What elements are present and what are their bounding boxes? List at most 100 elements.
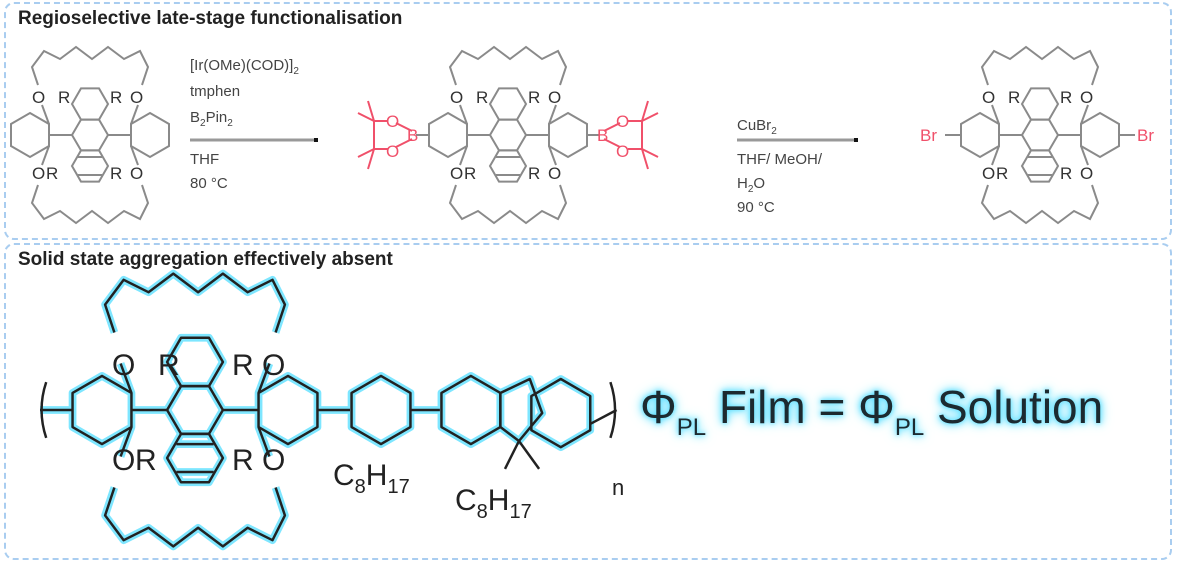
- atom-label: B: [407, 126, 418, 145]
- atom-label: R: [232, 444, 254, 477]
- atom-label: Br: [1137, 126, 1154, 145]
- atom-label: O: [1080, 164, 1093, 183]
- atom-label: 17: [387, 476, 409, 498]
- bond-line: [641, 112, 659, 122]
- atom-label: CuBr2: [737, 117, 777, 137]
- atom-label: C8H17: [455, 484, 532, 523]
- atom-label: THF: [190, 151, 219, 168]
- atom-label: O: [753, 175, 765, 192]
- atom-label: O: [262, 349, 285, 382]
- atom-label: 8: [355, 476, 366, 498]
- atom-label: O: [32, 88, 45, 107]
- bond-line: [40, 381, 48, 439]
- atom-label: O: [386, 112, 399, 131]
- atom-label: O: [130, 88, 143, 107]
- atom-label: O: [386, 142, 399, 161]
- atom-label: H2O: [737, 175, 765, 195]
- bond-line: [530, 377, 592, 449]
- atom-label: O: [112, 444, 135, 477]
- bond-line: [367, 100, 375, 122]
- bond-line: [503, 440, 521, 470]
- atom-label: O: [982, 164, 995, 183]
- atom-label: R: [158, 349, 180, 382]
- atom-label: O: [548, 88, 561, 107]
- atom-label: 2: [748, 184, 754, 195]
- atom-label: H: [737, 175, 748, 192]
- atom-label: 90 °C: [737, 199, 775, 216]
- atom-label: O: [262, 444, 285, 477]
- bond-line: [960, 46, 1120, 224]
- atom-label: C: [333, 459, 355, 492]
- atom-label: B: [597, 126, 608, 145]
- bond-line: [357, 100, 659, 170]
- atom-label: R: [58, 88, 70, 107]
- polymer-labels: O R R O O R R O C8H17 C8H17 n: [112, 349, 624, 523]
- atom-label: 2: [293, 66, 299, 77]
- macrocycle-bis-bpin: B O O B O O O R R O O R R O: [357, 46, 659, 224]
- atom-label: R: [110, 164, 122, 183]
- bond-line: [40, 272, 618, 548]
- atom-label: 2: [200, 118, 206, 129]
- atom-label: O: [1080, 88, 1093, 107]
- bond-line: [437, 372, 505, 448]
- atom-label: 8: [477, 501, 488, 523]
- macrocycle-dibromo: Br Br O R R O O R R O: [920, 46, 1154, 224]
- bond-line: [609, 381, 617, 439]
- atom-label: C8H17: [333, 459, 410, 498]
- bond-line: [314, 138, 318, 142]
- bond-line: Br Br O R R O O R R O: [920, 88, 1154, 183]
- bond-line: [603, 138, 621, 148]
- atom-label: R: [110, 88, 122, 107]
- panel-regioselective-functionalisation: Regioselective late-stage functionalisat…: [4, 2, 1172, 240]
- atom-label: H: [488, 484, 510, 517]
- macrocycle-start: O R R O O R R O: [10, 46, 170, 224]
- atom-label: O: [616, 112, 629, 131]
- bond-line: [395, 122, 413, 132]
- atom-label: B2Pin2: [190, 109, 233, 129]
- atom-label: CuBr: [737, 117, 771, 134]
- atom-label: R: [1008, 88, 1020, 107]
- atom-label: R: [46, 164, 58, 183]
- atom-label: 2: [771, 126, 777, 137]
- atom-label: C: [455, 484, 477, 517]
- atom-label: R: [135, 444, 157, 477]
- bond-line: [350, 374, 412, 446]
- polymer-structure: O R R O O R R O C8H17 C8H17 n: [40, 274, 624, 547]
- bond-line: [40, 272, 618, 548]
- reaction-arrow-bromination: CuBr2 THF/ MeOH/ H2O 90 °C: [737, 117, 858, 216]
- bond-line: [517, 440, 541, 470]
- bond-line: [357, 148, 375, 158]
- atom-label: R: [464, 164, 476, 183]
- atom-label: tmphen: [190, 83, 240, 100]
- atom-label: Br: [920, 126, 937, 145]
- bond-line: [641, 100, 649, 122]
- atom-label: R: [476, 88, 488, 107]
- atom-label: [Ir(OMe)(COD)]: [190, 57, 293, 74]
- bond-line: [589, 408, 618, 426]
- bond-line: [367, 148, 375, 170]
- bond-line: [357, 112, 375, 122]
- atom-label: O: [450, 164, 463, 183]
- atom-label: O: [32, 164, 45, 183]
- atom-label: n: [612, 475, 624, 500]
- atom-label: R: [528, 164, 540, 183]
- atom-label: THF/ MeOH/: [737, 151, 823, 168]
- bond-line: [854, 138, 858, 142]
- atom-label: R: [996, 164, 1008, 183]
- bond-line: [347, 372, 415, 448]
- panel-title: Regioselective late-stage functionalisat…: [18, 8, 403, 29]
- quantum-yield-equation: ΦPL Film = ΦPL Solution: [640, 381, 1104, 441]
- atom-label: O: [982, 88, 995, 107]
- atom-label: R: [528, 88, 540, 107]
- bond-line: [641, 148, 659, 158]
- atom-label: 2: [227, 118, 233, 129]
- atom-label: 17: [509, 501, 531, 523]
- bond-line: [10, 46, 170, 224]
- bond-line: [428, 46, 588, 224]
- bond-line: [603, 122, 621, 132]
- atom-label: 80 °C: [190, 175, 228, 192]
- reaction-arrow-borylation: [Ir(OMe)(COD)]2 tmphen B2Pin2 THF 80 °C: [190, 57, 318, 192]
- atom-label: R: [1060, 164, 1072, 183]
- bond-line: [71, 272, 319, 548]
